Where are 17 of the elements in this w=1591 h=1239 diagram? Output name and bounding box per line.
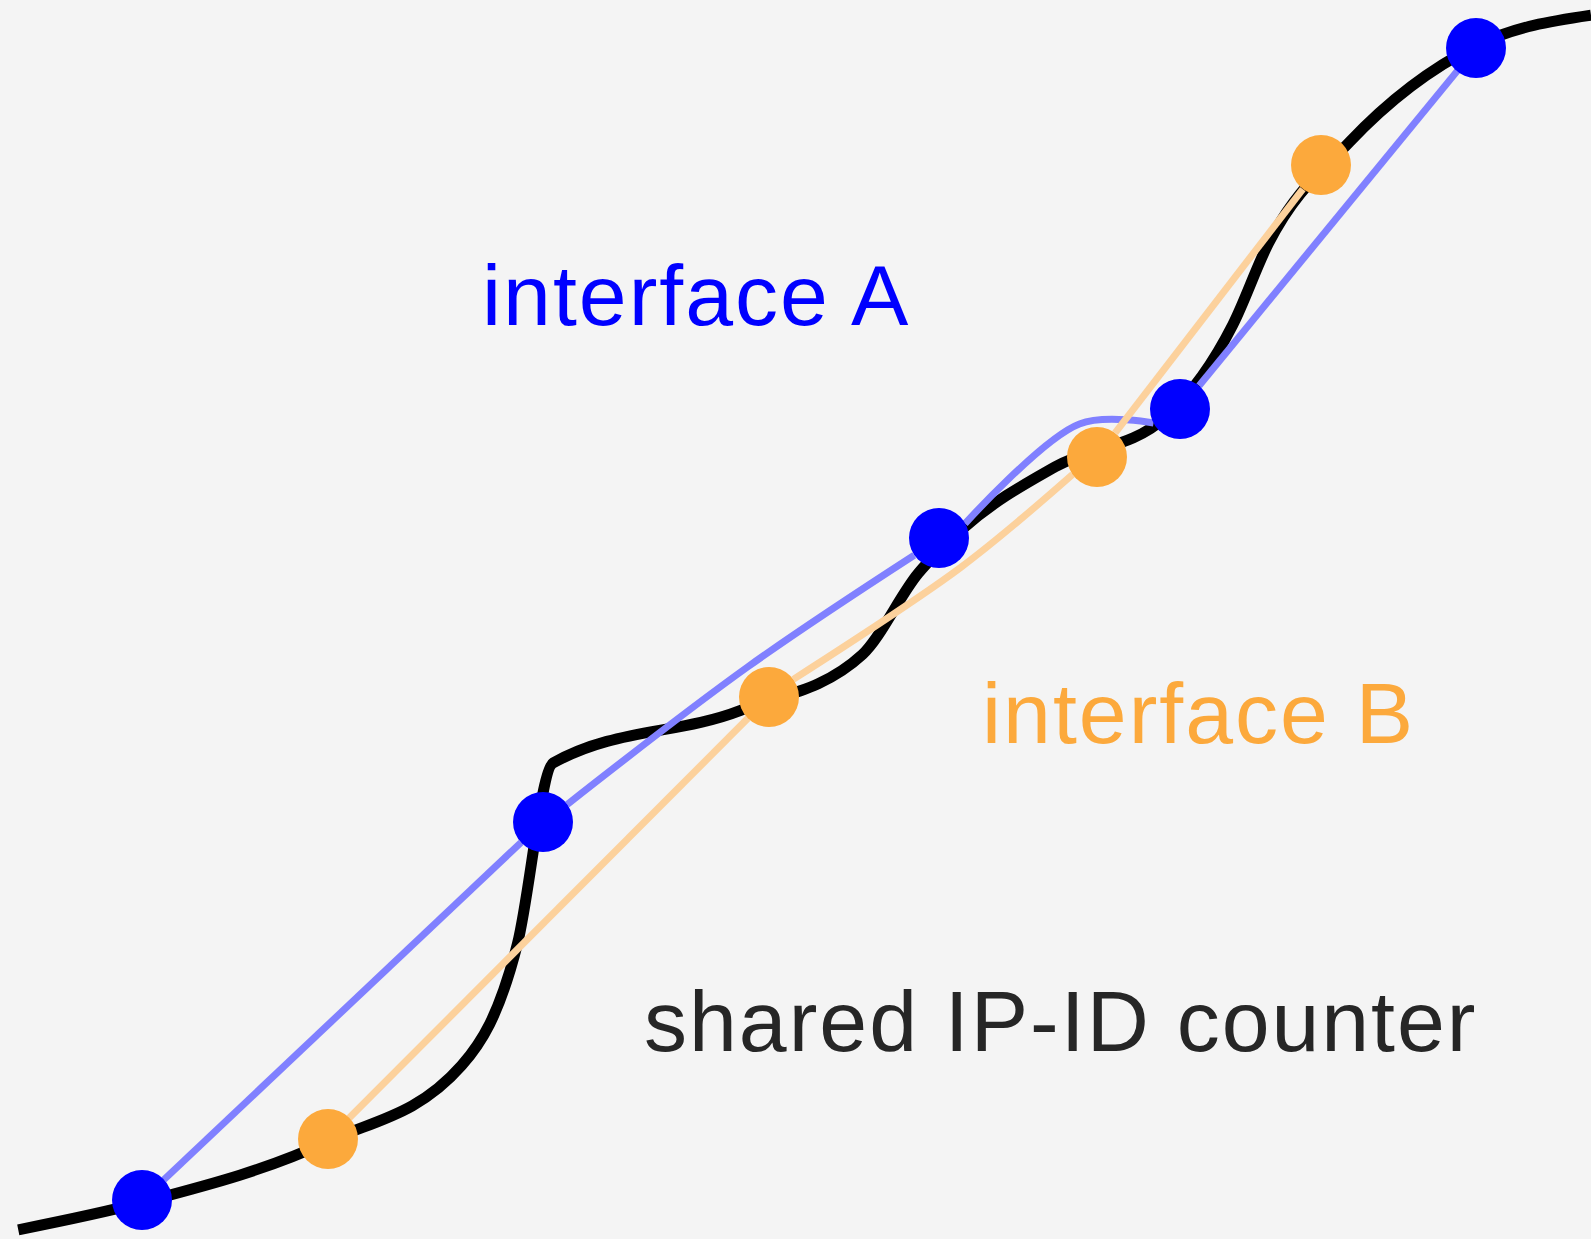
connecting-line [565,552,917,808]
data-point [112,1170,173,1231]
curve-label: shared IP-ID counter [644,978,1478,1064]
connecting-line [962,415,1155,526]
data-point [1066,426,1127,487]
data-point [1291,135,1352,196]
connecting-line [791,471,1075,683]
data-point [1150,378,1211,439]
series-label: interface A [482,252,911,338]
series-label: interface B [982,670,1416,756]
connecting-line [1112,187,1306,435]
connecting-line [346,715,751,1121]
connecting-line [161,839,524,1183]
data-point [512,791,573,852]
data-point [908,507,969,568]
connecting-line [1196,68,1461,388]
data-point [739,667,800,728]
